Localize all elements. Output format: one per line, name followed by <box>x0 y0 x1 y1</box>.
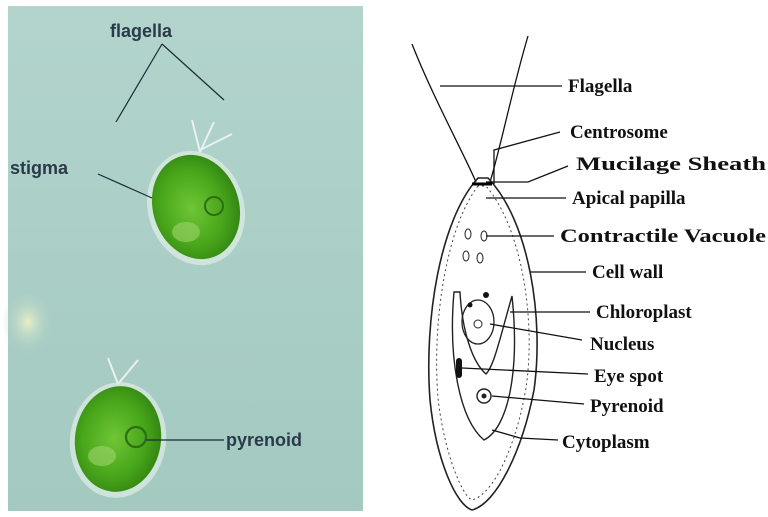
label-chloroplast: Chloroplast <box>596 302 692 323</box>
diagram-granule <box>468 303 473 308</box>
label-centrosome: Centrosome <box>570 122 668 143</box>
label-nucleus: Nucleus <box>590 334 654 355</box>
out-of-focus-cell <box>2 288 54 356</box>
lower-cell-vacuole <box>88 446 116 466</box>
leader-nucleus <box>490 324 582 340</box>
label-mucilage-sheath: Mucilage Sheath <box>576 154 767 175</box>
label-cytoplasm: Cytoplasm <box>562 432 650 453</box>
label-eye-spot: Eye spot <box>594 366 664 387</box>
label-flagella-micro: flagella <box>110 21 173 41</box>
diagram-vacuole-4 <box>477 253 483 263</box>
leader-mucilage-sheath <box>486 166 568 182</box>
diagram-panel: Flagella Centrosome Mucilage Sheath Apic… <box>412 36 767 510</box>
leader-eye-spot <box>462 368 588 374</box>
label-apical-papilla: Apical papilla <box>572 188 686 209</box>
label-stigma-micro: stigma <box>10 158 69 178</box>
diagram-nucleus <box>462 300 494 344</box>
diagram-eye-spot <box>456 358 462 378</box>
label-contractile-vacuole: Contractile Vacuole <box>560 226 766 247</box>
micrograph-panel: flagella stigma pyrenoid <box>2 6 363 511</box>
upper-cell-vacuole <box>172 222 200 242</box>
diagram-pyrenoid-core <box>482 394 487 399</box>
label-flagella: Flagella <box>568 76 633 97</box>
diagram-basal-granule <box>483 292 489 298</box>
diagram-vacuole-1 <box>465 229 471 239</box>
leader-cytoplasm <box>492 430 558 440</box>
leader-pyrenoid <box>492 396 584 404</box>
label-pyrenoid: Pyrenoid <box>590 396 664 417</box>
diagram-cell-wall <box>429 178 537 510</box>
label-cell-wall: Cell wall <box>592 262 663 283</box>
label-pyrenoid-micro: pyrenoid <box>226 430 302 450</box>
diagram-flagellum-right <box>490 36 528 182</box>
diagram-nucleolus <box>474 320 482 328</box>
diagram-flagellum-left <box>412 44 476 182</box>
leader-centrosome <box>494 132 560 184</box>
diagram-vacuole-3 <box>463 251 469 261</box>
